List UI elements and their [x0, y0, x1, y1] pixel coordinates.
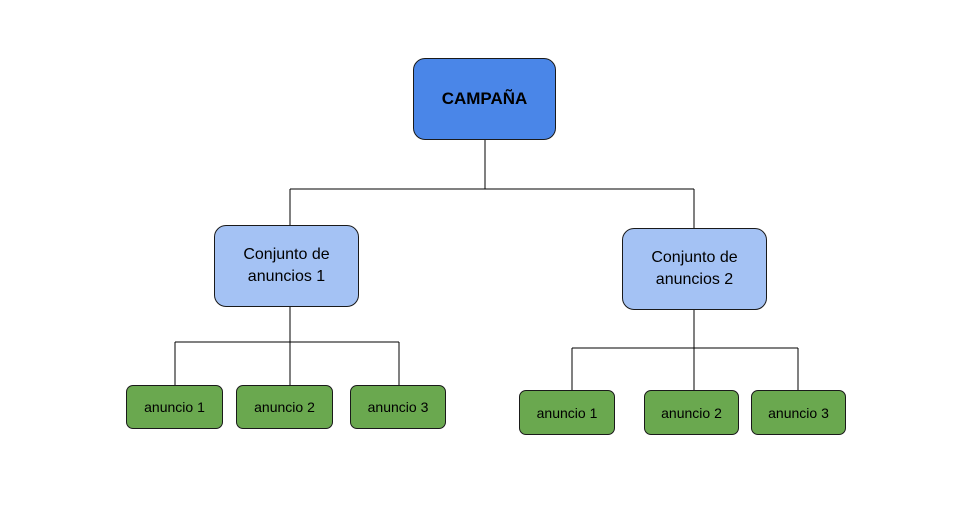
ad-set-2-label-line1: Conjunto de: [651, 249, 738, 266]
ad-node-set1-2: anuncio 2: [236, 385, 333, 429]
ad-node-set2-2: anuncio 2: [644, 390, 739, 435]
ad-label: anuncio 2: [661, 404, 722, 421]
ad-set-1-label-line1: Conjunto de: [243, 246, 330, 263]
ad-node-set2-3: anuncio 3: [751, 390, 846, 435]
ad-node-set1-3: anuncio 3: [350, 385, 446, 429]
ad-label: anuncio 3: [768, 404, 829, 421]
ad-set-node-1: Conjunto de anuncios 1: [214, 225, 359, 307]
ad-label: anuncio 3: [367, 399, 429, 415]
ad-label: anuncio 1: [536, 404, 598, 421]
ad-set-1-label-line2: anuncios 1: [247, 268, 326, 285]
ad-set-node-2: Conjunto de anuncios 2: [622, 228, 767, 310]
ad-label: anuncio 2: [254, 399, 315, 415]
ad-node-set1-1: anuncio 1: [126, 385, 223, 429]
campaign-node: CAMPAÑA: [413, 58, 556, 140]
campaign-label: CAMPAÑA: [441, 89, 528, 108]
ad-node-set2-1: anuncio 1: [519, 390, 615, 435]
ad-label: anuncio 1: [144, 399, 205, 415]
ad-set-2-label-line2: anuncios 2: [655, 271, 734, 288]
